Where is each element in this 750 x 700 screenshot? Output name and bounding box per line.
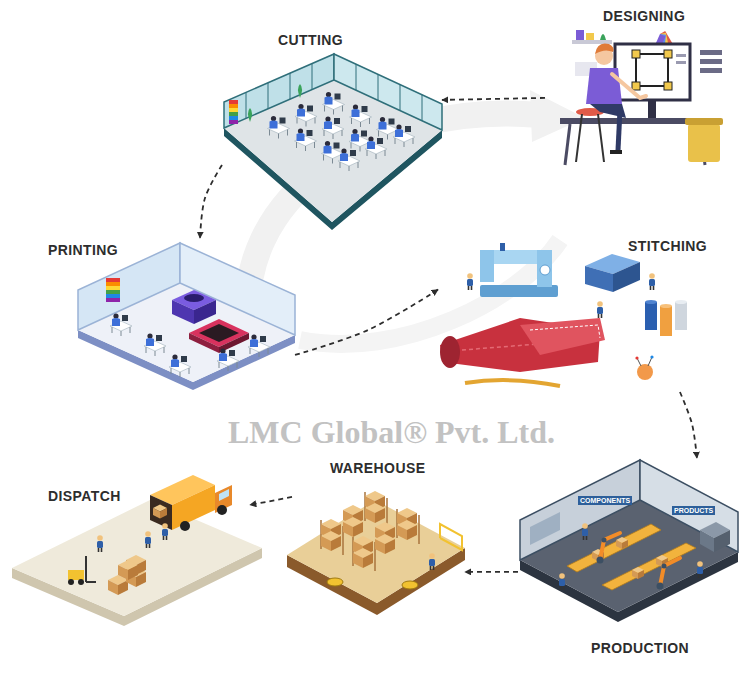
stage-heading: PRINTING <box>48 242 118 259</box>
stage-heading: DESIGNING <box>603 8 685 25</box>
label-anchor: COMPONENTS <box>578 496 632 505</box>
watermark-text: LMC Global® Pvt. Ltd. <box>228 414 555 451</box>
stage-node: PRODUCTION <box>518 458 740 660</box>
stage-node: PRINTING <box>45 238 295 410</box>
stage-node: DISPATCH <box>10 468 250 640</box>
stage-node: WAREHOUSE <box>292 458 465 632</box>
stage-heading: STITCHING <box>628 238 707 255</box>
flow-arrow <box>250 497 292 505</box>
flow-arrow <box>465 571 518 573</box>
label-anchor: PRODUCTS <box>672 506 715 515</box>
stage-heading: PRODUCTION <box>591 640 689 657</box>
label-anchor: LMC Global® Pvt. Ltd. <box>228 414 555 451</box>
stage-heading: WAREHOUSE <box>330 460 425 477</box>
flow-arrow <box>442 98 545 100</box>
stage-node: STITCHING <box>438 232 720 392</box>
flow-arrow <box>680 392 697 458</box>
warehouse-illustration <box>287 491 465 615</box>
flow-arrow <box>200 165 222 238</box>
flow-arrow <box>295 290 438 355</box>
printing-illustration <box>78 243 295 390</box>
stage-heading: CUTTING <box>278 32 343 49</box>
cutting-illustration <box>224 54 442 230</box>
designing-illustration <box>560 30 723 165</box>
stage-node: DESIGNING <box>545 5 730 168</box>
stitching-illustration <box>440 243 687 386</box>
wall-sign: COMPONENTS <box>578 496 632 505</box>
stage-heading: DISPATCH <box>48 488 121 505</box>
dispatch-illustration <box>12 475 262 626</box>
wall-sign: PRODUCTS <box>672 506 715 515</box>
production-illustration <box>520 460 738 622</box>
stage-node: CUTTING <box>222 28 442 225</box>
